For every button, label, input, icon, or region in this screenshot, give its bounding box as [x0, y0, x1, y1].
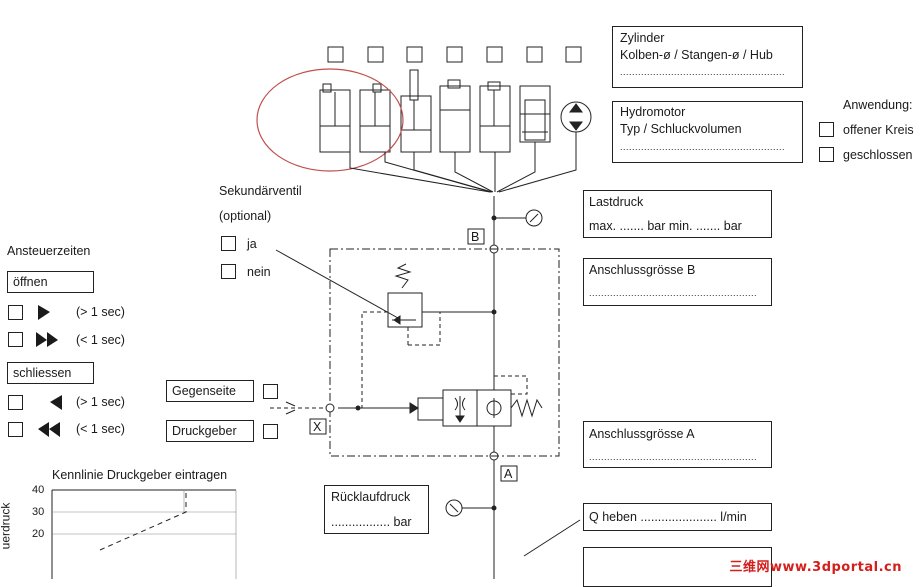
sekundaer-title: Sekundärventil: [219, 184, 302, 198]
lastdruck-box: [583, 190, 772, 238]
anschluss-b-title: Anschlussgrösse B: [589, 263, 696, 277]
port-label-boxes: [309, 228, 518, 482]
motor-input[interactable]: ........................................…: [620, 142, 786, 152]
actuator-checkbox-5: [486, 46, 503, 63]
actuator-checkbox-6: [526, 46, 543, 63]
lastdruck-input[interactable]: max. ....... bar min. ....... bar: [589, 219, 742, 233]
actuator-checkbox-1: [327, 46, 344, 63]
close-slow-label: (> 1 sec): [76, 395, 125, 409]
sekundaer-nein-label: nein: [247, 265, 271, 279]
watermark: 三维网www.3dportal.cn: [729, 560, 902, 575]
close-slow-checkbox[interactable]: [8, 395, 23, 410]
actuator-checkbox-3: [406, 46, 423, 63]
kennlinie-ytick-20: 20: [32, 528, 45, 540]
port-x-label: X: [313, 420, 322, 434]
actuator-checkbox-2: [367, 46, 384, 63]
anschluss-a-title: Anschlussgrösse A: [589, 427, 695, 441]
kennlinie-ytick-30: 30: [32, 506, 45, 518]
open-fast-icon: [36, 332, 58, 347]
sekundaer-ja-label: ja: [247, 237, 257, 251]
valve-enclosure: [329, 248, 560, 457]
ansteuer-title: Ansteuerzeiten: [7, 244, 91, 258]
close-fast-checkbox[interactable]: [8, 422, 23, 437]
cylinder-title: Zylinder: [620, 31, 665, 45]
collector-lines: [349, 132, 577, 193]
kennlinie-title: Kennlinie Druckgeber eintragen: [52, 468, 228, 482]
anwendung-closed-label: geschlossen: [843, 148, 913, 162]
motor-title: Hydromotor: [620, 105, 686, 119]
anschluss-b-box: [583, 258, 772, 306]
open-slow-checkbox[interactable]: [8, 305, 23, 320]
lastdruck-title: Lastdruck: [589, 195, 644, 209]
cylinder-symbols: [319, 69, 592, 153]
motor-info-box: [612, 101, 803, 163]
ruecklauf-box: [324, 485, 429, 534]
anwendung-closed-checkbox[interactable]: [819, 147, 834, 162]
ruecklauf-title: Rücklaufdruck: [331, 490, 411, 504]
kennlinie-graph: [51, 489, 237, 579]
anwendung-open-label: offener Kreis: [843, 123, 914, 137]
close-fast-icon: [38, 422, 60, 437]
ruecklauf-input[interactable]: ................. bar: [331, 515, 412, 529]
open-fast-label: (< 1 sec): [76, 333, 125, 347]
open-slow-icon: [38, 305, 50, 320]
anschluss-a-input[interactable]: ........................................…: [589, 452, 758, 462]
close-label: schliessen: [7, 362, 94, 384]
anschluss-a-box: [583, 421, 772, 468]
actuator-checkbox-row[interactable]: [327, 46, 582, 63]
actuator-checkbox-4: [446, 46, 463, 63]
gegenseite-checkbox[interactable]: [263, 384, 278, 399]
anschluss-b-input[interactable]: ........................................…: [589, 288, 758, 298]
q-heben-box: [583, 503, 772, 531]
secondary-valve: [361, 263, 497, 408]
sekundaer-ja-checkbox[interactable]: [221, 236, 236, 251]
anwendung-title: Anwendung:: [843, 98, 913, 112]
anwendung-open-checkbox[interactable]: [819, 122, 834, 137]
port-a-label: A: [504, 467, 513, 481]
sekundaer-subtitle: (optional): [219, 209, 272, 223]
kennlinie-ylabel: uerdruck: [0, 502, 13, 550]
sekundaer-nein-checkbox[interactable]: [221, 264, 236, 279]
open-slow-label: (> 1 sec): [76, 305, 125, 319]
cylinder-subtitle: Kolben-ø / Stangen-ø / Hub: [620, 48, 773, 62]
druckgeber-label: Druckgeber: [166, 420, 254, 442]
q-heben-input[interactable]: Q heben ...................... l/min: [589, 510, 747, 524]
port-b-label: B: [471, 230, 480, 244]
cylinder-input[interactable]: ........................................…: [620, 67, 786, 77]
druckgeber-checkbox[interactable]: [263, 424, 278, 439]
bottom-diagonal: [523, 519, 581, 557]
gegenseite-label: Gegenseite: [166, 380, 254, 402]
motor-subtitle: Typ / Schluckvolumen: [620, 122, 742, 136]
close-fast-label: (< 1 sec): [76, 422, 125, 436]
open-label: öffnen: [7, 271, 94, 293]
main-valve: [270, 375, 543, 427]
highlight-ellipse: [256, 68, 404, 172]
open-fast-checkbox[interactable]: [8, 332, 23, 347]
main-line: [445, 196, 543, 579]
secondary-valve-pointer: [275, 249, 399, 319]
kennlinie-ytick-40: 40: [32, 484, 45, 496]
cylinder-info-box: [612, 26, 803, 88]
close-slow-icon: [50, 395, 62, 410]
actuator-checkbox-7: [565, 46, 582, 63]
